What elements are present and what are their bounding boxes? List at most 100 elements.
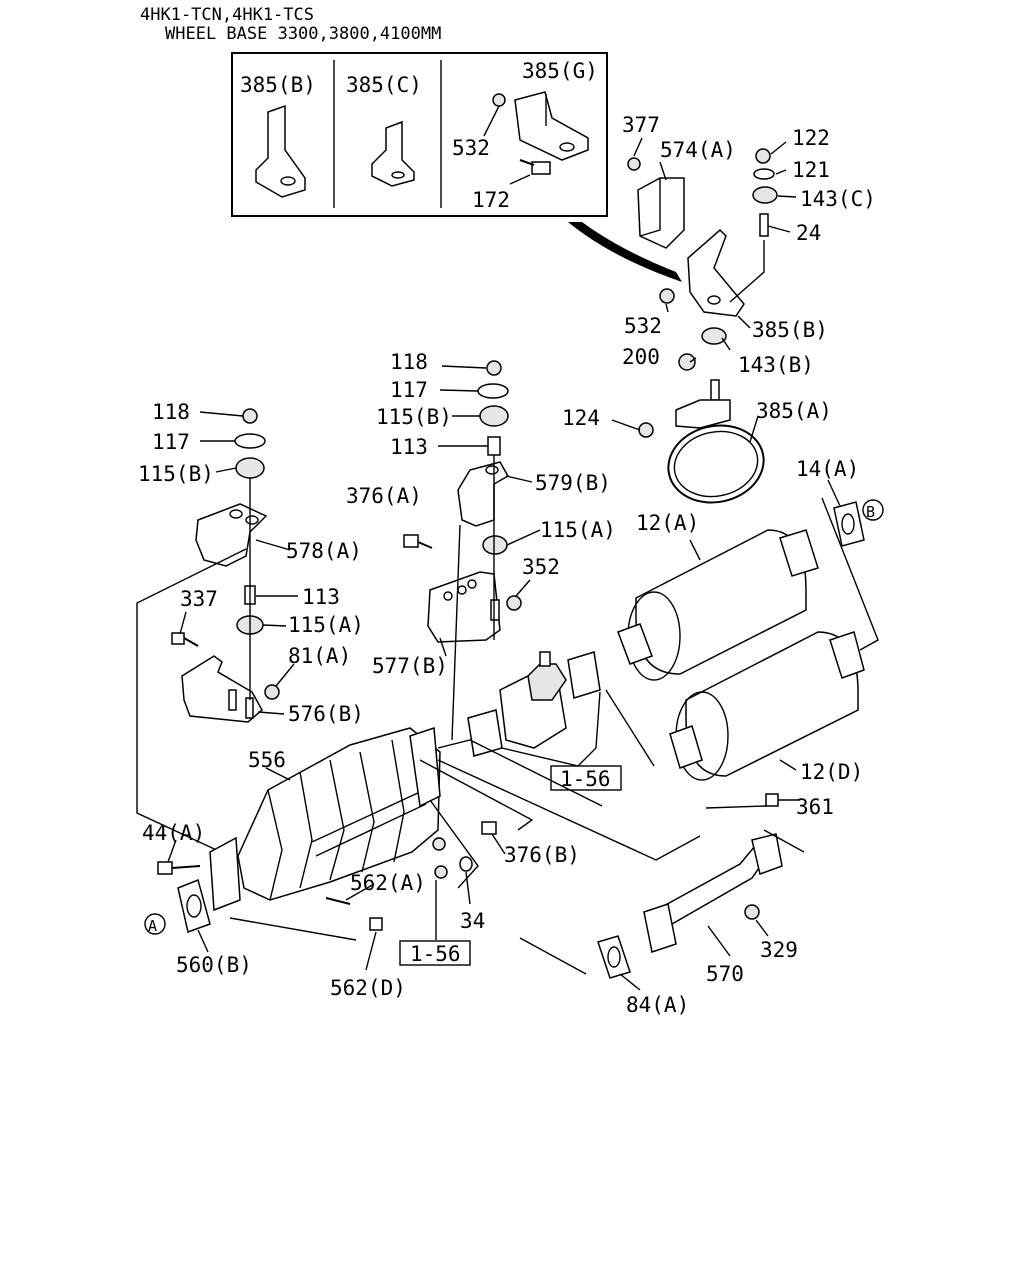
converter-rib — [391, 739, 405, 863]
bracket-hole-icon — [559, 142, 575, 152]
callout-label: 578(A) — [286, 539, 362, 563]
callout-label: 121 — [792, 158, 830, 182]
callout-label: 115(A) — [540, 518, 616, 542]
bracket-inset-box: 385(B) 385(C) 385(G) 532 172 — [231, 52, 608, 217]
bracket-385b-icon — [687, 228, 745, 317]
stud-icon — [710, 379, 720, 401]
nut-124-icon — [638, 422, 654, 438]
bracket-hole-icon — [229, 509, 243, 519]
assembly-line — [229, 917, 357, 941]
assembly-line — [729, 240, 765, 303]
assembly-line — [451, 524, 461, 741]
gasket-hole — [607, 946, 621, 968]
callout-label: 14(A) — [796, 457, 859, 481]
callout-label: 117 — [390, 378, 428, 402]
rubber-143b-icon — [701, 327, 727, 345]
rubber-143c-icon — [752, 186, 778, 204]
callout-label: 12(A) — [636, 511, 699, 535]
bracket-577b-assembly — [403, 360, 522, 741]
flange-icon — [409, 726, 441, 808]
nut-532-icon — [492, 93, 506, 107]
bolt-337-icon — [171, 632, 185, 645]
callout-label: 574(A) — [660, 138, 736, 162]
bracket-hole-icon — [485, 465, 499, 475]
leader-line — [483, 105, 500, 137]
callout-label: 115(A) — [288, 613, 364, 637]
inset-label-385g: 385(G) — [522, 59, 598, 83]
reference-box-1-56 — [550, 765, 622, 791]
nut-81a-icon — [264, 684, 280, 700]
rubber-115b-icon — [235, 457, 265, 479]
callout-label: 377 — [622, 113, 660, 137]
bracket-385b-icon — [255, 104, 306, 198]
nut-icon — [432, 837, 446, 851]
sleeve-113-icon — [487, 436, 501, 456]
gasket-icon — [567, 651, 601, 699]
callout-label: 577(B) — [372, 654, 448, 678]
gasket-560b-icon — [177, 878, 211, 933]
assembly-line — [821, 497, 879, 651]
gasket-hole — [186, 894, 202, 918]
circle-marker-a — [144, 913, 166, 935]
bolt-562d-icon — [369, 917, 383, 931]
bracket-577b-icon — [427, 571, 501, 643]
leader-lines — [167, 137, 841, 991]
washer-121-icon — [753, 168, 775, 180]
bolt-562a-icon — [325, 897, 351, 905]
rubber-115a-icon — [482, 535, 508, 555]
callout-label: 376(A) — [346, 484, 422, 508]
converter-pipe — [315, 803, 427, 857]
circle-marker-a-label: A — [148, 917, 157, 935]
nut-532-icon — [659, 288, 675, 304]
bracket-hole-icon — [280, 176, 296, 186]
converter-rib — [359, 751, 375, 873]
bracket-hole-icon — [245, 515, 259, 525]
assembly-line — [437, 759, 701, 861]
callout-label: 200 — [622, 345, 660, 369]
callout-label: 352 — [522, 555, 560, 579]
bolt-shank — [171, 865, 201, 869]
muffler-12d — [669, 631, 865, 807]
bracket-hole-icon — [707, 295, 721, 305]
flange-icon — [779, 529, 819, 577]
muffler-12a — [617, 529, 819, 681]
flange-icon — [617, 623, 653, 665]
flange-icon — [643, 903, 677, 953]
bolt-376a-icon — [403, 534, 419, 548]
circle-marker-b-label: B — [866, 503, 875, 521]
leader-line — [509, 174, 531, 185]
clamp-inner — [673, 430, 759, 498]
callout-label: 376(B) — [504, 843, 580, 867]
assembly-line — [605, 689, 655, 767]
inset-label-172: 172 — [472, 188, 510, 212]
callout-label: 556 — [248, 748, 286, 772]
assembly-line — [419, 759, 534, 831]
stud-icon — [245, 697, 254, 719]
callout-label: 84(A) — [626, 993, 689, 1017]
callout-label: 117 — [152, 430, 190, 454]
callout-label: 115(B) — [138, 462, 214, 486]
bracket-edge — [639, 178, 661, 237]
converter-556 — [157, 726, 534, 941]
bracket-hole-icon — [467, 579, 477, 589]
assembly-line — [763, 829, 805, 853]
converter-rib — [329, 759, 345, 881]
inset-frame — [231, 52, 608, 217]
callout-label: 113 — [390, 435, 428, 459]
rubber-115b-icon — [479, 405, 509, 427]
bracket-385c-icon — [371, 120, 415, 187]
flange-icon — [669, 725, 703, 769]
callout-label: 329 — [760, 938, 798, 962]
inset-pointer-arrow — [568, 222, 682, 282]
assembly-line — [501, 691, 601, 767]
assembly-line — [429, 799, 479, 889]
pipe-570 — [519, 829, 805, 979]
stud-icon — [490, 599, 500, 621]
callout-label: 34 — [460, 909, 485, 933]
clamp-385a-icon — [667, 424, 765, 504]
callout-label: 122 — [792, 126, 830, 150]
bracket-385g-icon — [514, 91, 589, 161]
bracket-579b-icon — [457, 461, 510, 527]
bracket-576b-assembly — [136, 408, 280, 861]
reference-box-label: 1-56 — [560, 767, 611, 791]
